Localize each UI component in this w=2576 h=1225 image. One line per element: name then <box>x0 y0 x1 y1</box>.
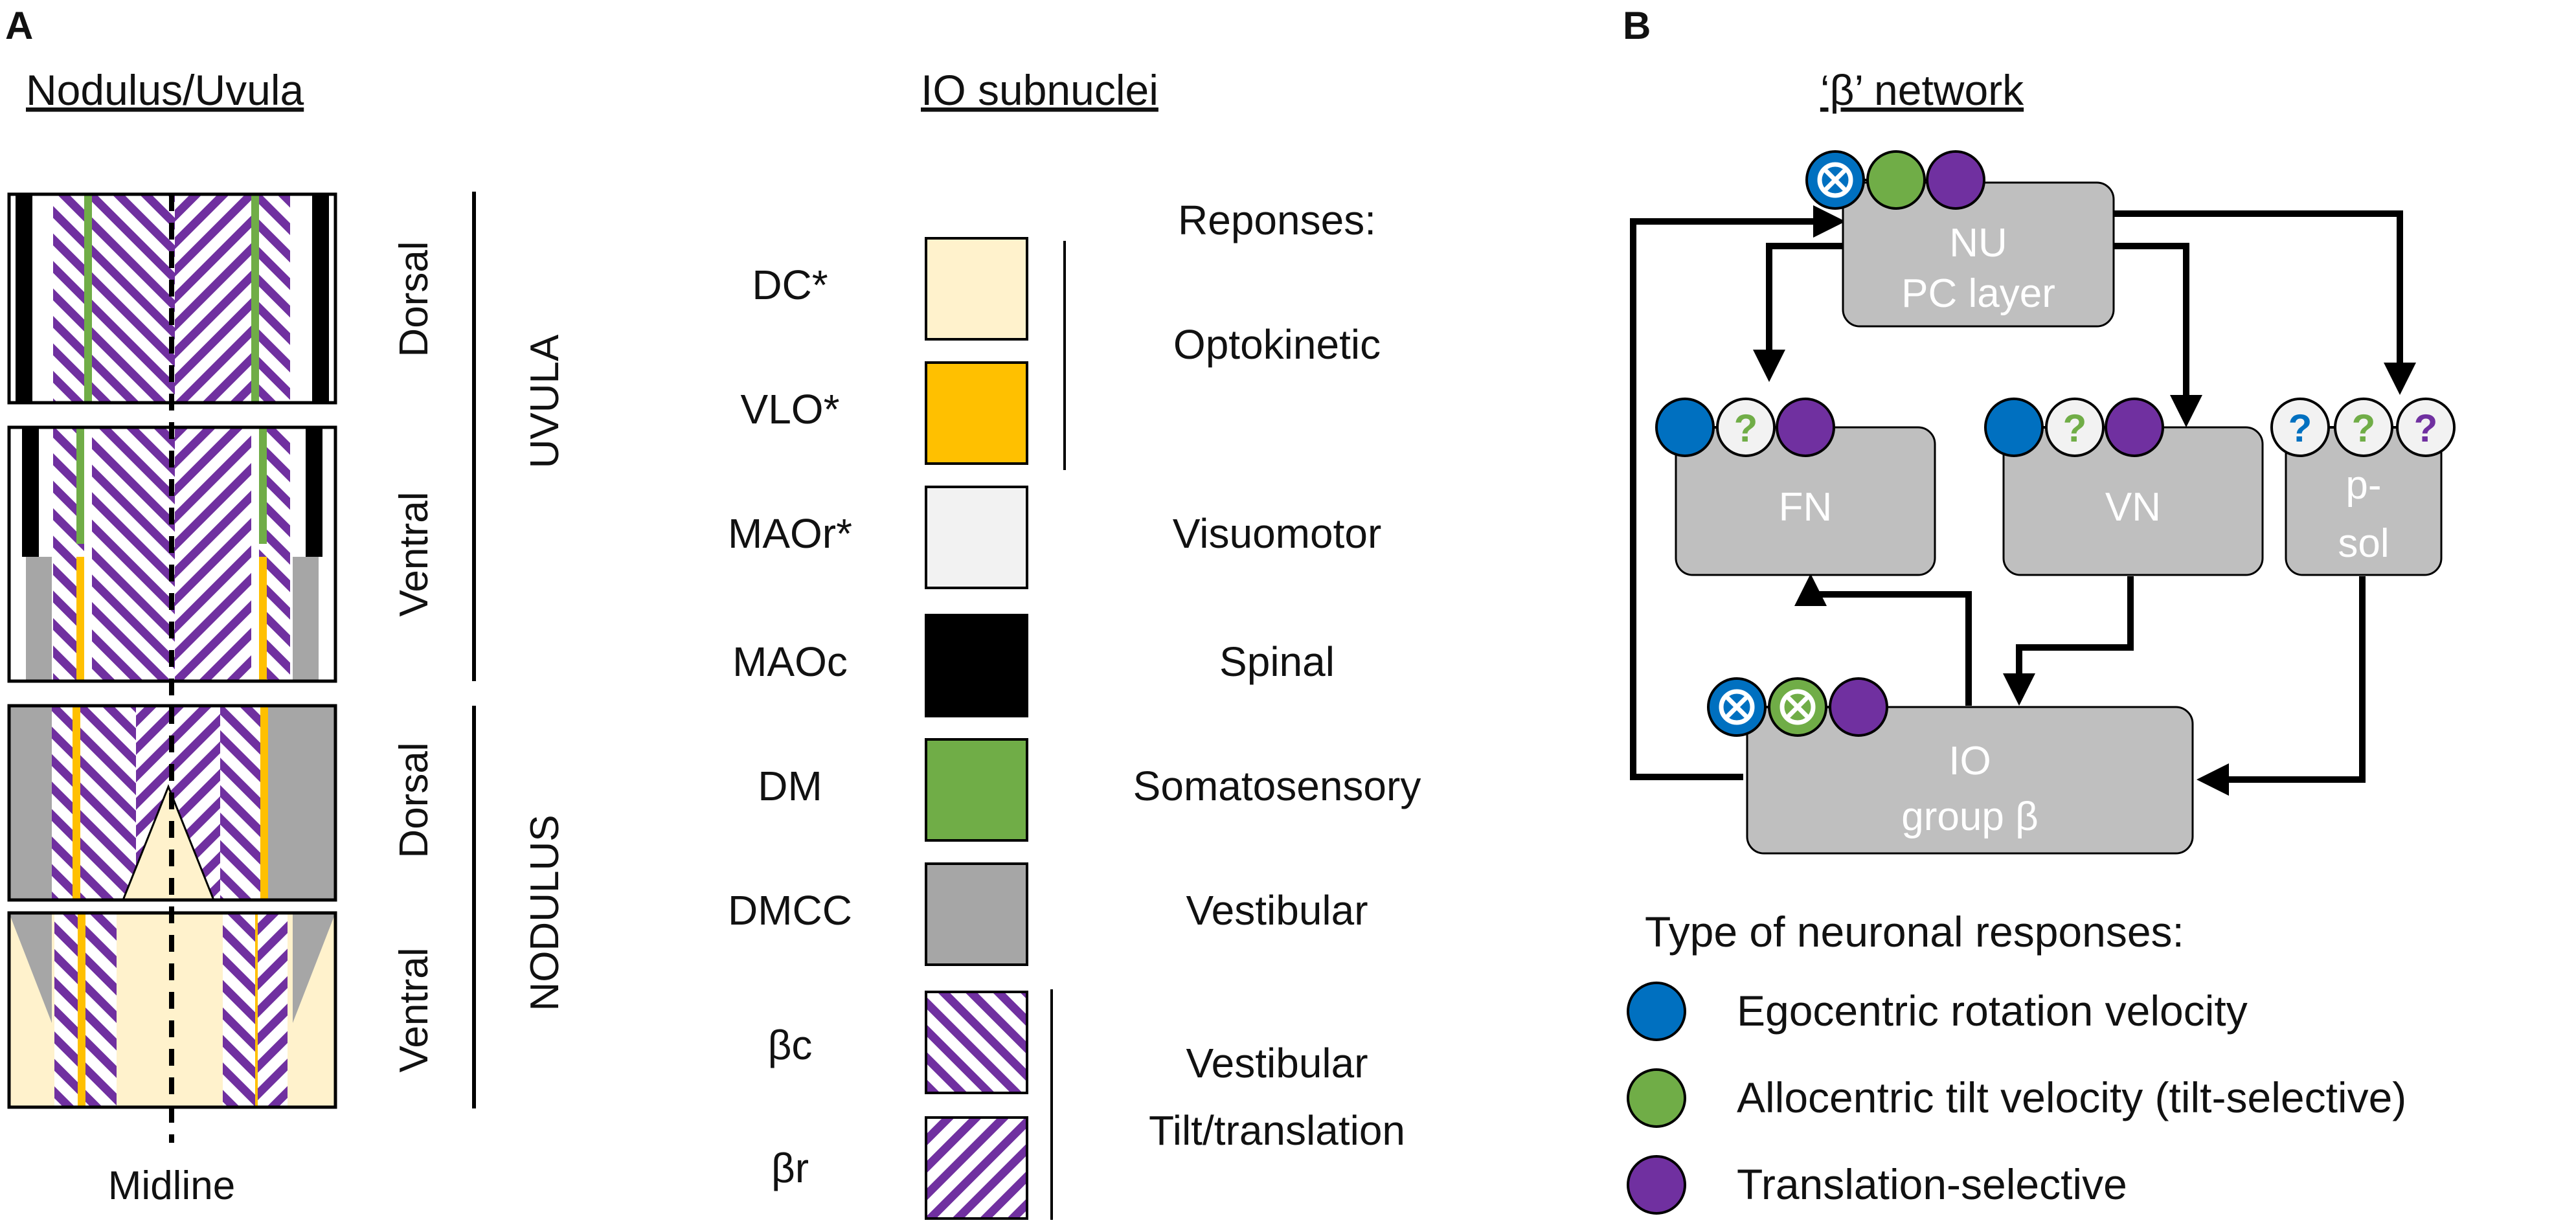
response-label: Vestibular <box>1186 887 1368 934</box>
subnucleus-name: βc <box>768 1022 813 1068</box>
subnucleus-swatch <box>925 614 1028 717</box>
egocentric-question-badge: ? <box>2270 398 2330 457</box>
vn-to-io-arrow <box>2003 576 2134 706</box>
legend-swatch-egocentric <box>1627 982 1686 1041</box>
uvula-label: UVULA <box>523 334 567 468</box>
legend-label: Allocentric tilt velocity (tilt-selectiv… <box>1737 1073 2406 1121</box>
egocentric-crossed-badge <box>1707 677 1767 737</box>
response-label: Spinal <box>1219 638 1335 685</box>
responses-header: Reponses: <box>1178 197 1376 243</box>
io-to-fn-arrow <box>1794 574 1972 706</box>
subnucleus-swatch <box>925 237 1028 341</box>
node-vn: VN <box>2002 426 2264 576</box>
allocentric-crossed-badge <box>1768 677 1827 737</box>
legend-title: Type of neuronal responses: <box>1645 908 2184 956</box>
response-label: Somatosensory <box>1133 763 1421 809</box>
translation-badge <box>1776 398 1835 457</box>
node-fn: FN <box>1675 426 1936 576</box>
subnucleus-name: DC* <box>752 262 828 308</box>
panel-a-letter: A <box>5 4 33 47</box>
node-nu: NU PC layer <box>1842 181 2115 328</box>
nodulus-label: NODULUS <box>523 815 567 1011</box>
node-nu-label-1: NU <box>1949 221 2007 265</box>
egocentric-badge <box>1984 398 2044 457</box>
translation-question-badge: ? <box>2396 398 2456 457</box>
legend-label: Translation-selective <box>1737 1160 2127 1208</box>
allocentric-badge <box>1866 150 1926 210</box>
subnucleus-swatch <box>925 862 1028 966</box>
nu-badges <box>1805 150 1985 210</box>
svg-text:?: ? <box>2352 407 2376 450</box>
response-label: Visuomotor <box>1173 510 1382 557</box>
subnucleus-name: DMCC <box>728 887 852 934</box>
subnucleus-swatch <box>925 1116 1028 1220</box>
nodulus-ventral-label: Ventral <box>392 947 436 1072</box>
subnucleus-name: VLO* <box>741 386 840 433</box>
psol-badges: ? ? ? <box>2270 398 2456 457</box>
subnucleus-swatch <box>925 738 1028 842</box>
node-vn-label: VN <box>2105 485 2161 530</box>
svg-text:?: ? <box>2063 407 2087 450</box>
node-psol-label-1: p- <box>2345 463 2381 508</box>
node-io-label-1: IO <box>1949 739 1991 783</box>
io-badges <box>1707 677 1888 737</box>
legend-swatch-allocentric <box>1627 1068 1686 1128</box>
legend: Type of neuronal responses: Egocentric r… <box>1627 908 2406 1215</box>
subnucleus-name: DM <box>758 763 822 809</box>
psol-to-io-arrow <box>2197 576 2366 796</box>
allocentric-question-badge: ? <box>2045 398 2105 457</box>
allocentric-question-badge: ? <box>1716 398 1776 457</box>
subnuclei-list: DC* VLO* MAOr* MAOc DM DMCC βc βr <box>728 237 1028 1220</box>
vn-badges: ? <box>1984 398 2164 457</box>
uvula-dorsal-label: Dorsal <box>392 241 436 357</box>
subnucleus-name: βr <box>771 1145 809 1191</box>
panel-b-letter: B <box>1623 4 1651 47</box>
midline-label: Midline <box>108 1163 235 1208</box>
response-label: Vestibular <box>1186 1040 1368 1086</box>
node-nu-label-2: PC layer <box>1901 271 2055 316</box>
svg-text:?: ? <box>2288 407 2312 450</box>
response-label: Tilt/translation <box>1149 1107 1405 1154</box>
node-psol: p- sol <box>2285 426 2443 576</box>
node-psol-label-2: sol <box>2338 521 2389 566</box>
egocentric-badge <box>1655 398 1715 457</box>
translation-badge <box>1926 150 1985 210</box>
egocentric-crossed-badge <box>1805 150 1865 210</box>
responses-list: Optokinetic Visuomotor Spinal Somatosens… <box>1133 321 1421 1154</box>
node-io-label-2: group β <box>1901 794 2038 839</box>
legend-label: Egocentric rotation velocity <box>1737 987 2248 1035</box>
nu-to-psol-arrow <box>2114 210 2416 395</box>
fn-badges: ? <box>1655 398 1835 457</box>
response-label: Optokinetic <box>1173 321 1381 368</box>
translation-badge <box>2105 398 2164 457</box>
subnucleus-swatch <box>925 361 1028 465</box>
nu-to-fn-arrow <box>1753 243 1843 382</box>
translation-badge <box>1829 677 1888 737</box>
uvula-ventral-label: Ventral <box>392 491 436 616</box>
svg-text:?: ? <box>2414 407 2438 450</box>
subnucleus-swatch <box>925 991 1028 1094</box>
subnucleus-name: MAOr* <box>728 510 852 557</box>
allocentric-question-badge: ? <box>2334 398 2393 457</box>
node-io: IO group β <box>1746 706 2194 855</box>
svg-text:?: ? <box>1734 407 1758 450</box>
beta-network-title: ‘β’ network <box>1820 66 2024 114</box>
io-to-nu-arrow <box>1630 205 1846 780</box>
io-subnuclei-title: IO subnuclei <box>921 66 1158 114</box>
nu-to-vn-arrow <box>2114 243 2202 427</box>
network-connections <box>1630 205 2416 796</box>
subnucleus-name: MAOc <box>732 638 848 685</box>
nodulus-dorsal-label: Dorsal <box>392 742 436 858</box>
subnucleus-swatch <box>925 486 1028 589</box>
legend-swatch-translation <box>1627 1155 1686 1215</box>
nodulus-uvula-title: Nodulus/Uvula <box>26 66 304 114</box>
node-fn-label: FN <box>1779 485 1833 530</box>
